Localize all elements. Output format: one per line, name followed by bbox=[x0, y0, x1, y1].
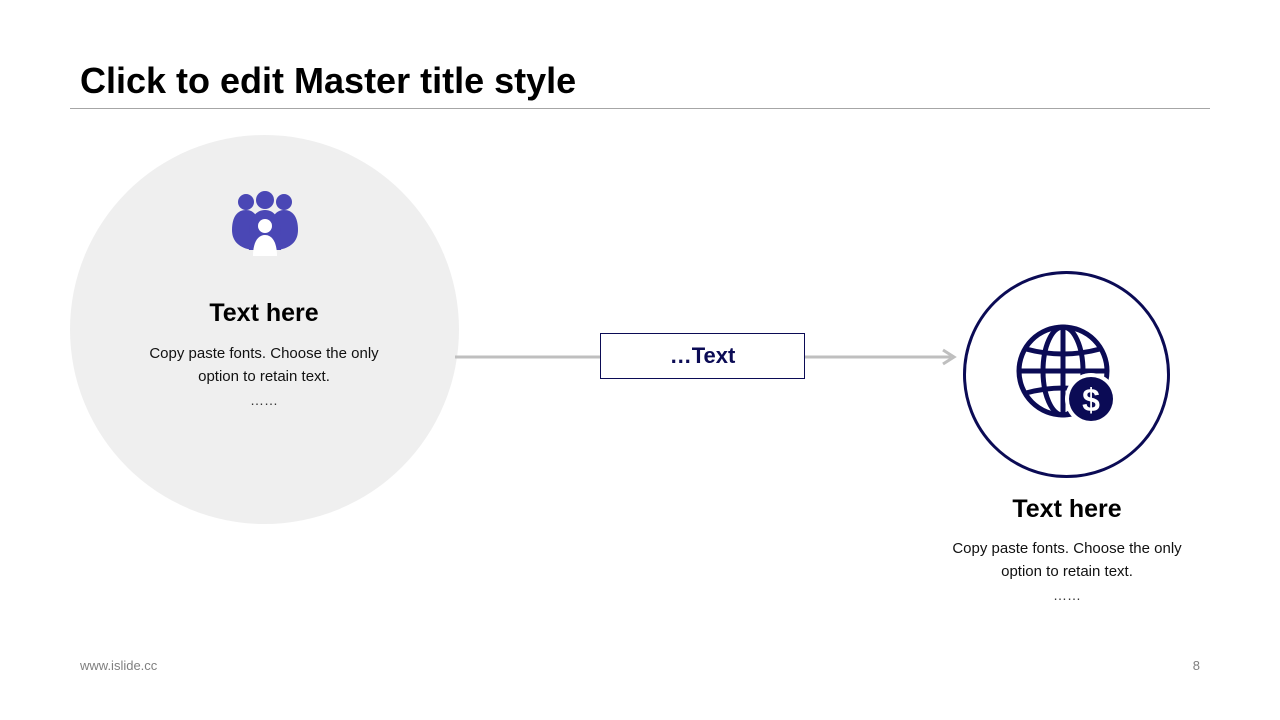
connector-label-box[interactable]: …Text bbox=[600, 333, 805, 379]
title-divider bbox=[70, 108, 1210, 109]
right-circle bbox=[963, 271, 1170, 478]
footer-url: www.islide.cc bbox=[80, 658, 158, 673]
left-body-line-1: Copy paste fonts. Choose the only bbox=[149, 345, 379, 362]
globe-dollar-icon: $ bbox=[1016, 324, 1117, 425]
right-body-line-2: option to retain text. bbox=[1001, 563, 1133, 580]
left-ellipsis: …… bbox=[250, 392, 278, 408]
left-heading: Text here bbox=[209, 299, 319, 327]
right-ellipsis: …… bbox=[1053, 587, 1081, 603]
slide-title[interactable]: Click to edit Master title style bbox=[80, 60, 577, 101]
svg-text:$: $ bbox=[1082, 382, 1100, 418]
left-body-line-2: option to retain text. bbox=[198, 368, 330, 385]
connector-label: …Text bbox=[669, 343, 736, 368]
right-body-line-1: Copy paste fonts. Choose the only bbox=[952, 540, 1182, 557]
page-number: 8 bbox=[1192, 658, 1200, 673]
people-group-icon bbox=[232, 191, 298, 256]
right-heading: Text here bbox=[1012, 495, 1122, 523]
